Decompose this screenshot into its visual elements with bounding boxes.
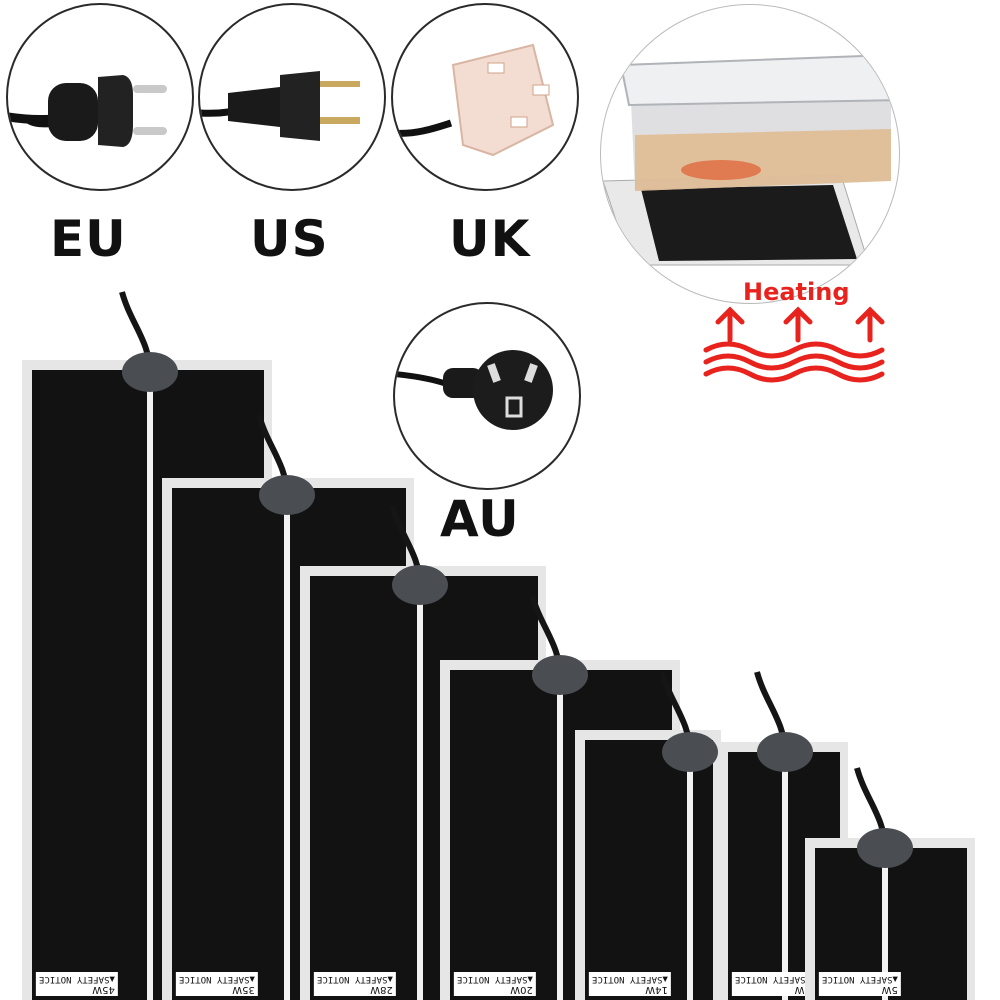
heat-pad-wire [882, 858, 888, 1000]
heat-pad-wire [147, 380, 153, 1000]
heat-pad-notice: ▲SAFETY NOTICE [317, 974, 393, 984]
heat-pad-wattage: 5W [881, 984, 898, 995]
terrarium-icon [602, 53, 899, 266]
heat-pad-wattage: 14W [645, 984, 668, 995]
terrarium-demo-photo [600, 4, 900, 304]
heat-pad-label: 28W▲SAFETY NOTICE [314, 972, 396, 996]
heat-pad-label: 7W▲SAFETY NOTICE [732, 972, 814, 996]
heat-pad-notice: ▲SAFETY NOTICE [179, 974, 255, 984]
heat-pad-notice: ▲SAFETY NOTICE [592, 974, 668, 984]
heat-pad-wire [687, 750, 693, 1000]
eu-plug-icon [8, 75, 167, 147]
heat-pad-label: 14W▲SAFETY NOTICE [589, 972, 671, 996]
uk-label: UK [449, 210, 531, 268]
heat-pad-14w: 14W▲SAFETY NOTICE [575, 730, 721, 1000]
uk-plug-icon [393, 43, 555, 157]
heat-pad-label: 35W▲SAFETY NOTICE [176, 972, 258, 996]
heat-pad-wire [782, 762, 788, 1000]
us-plug-icon [200, 71, 360, 141]
au-label: AU [440, 490, 520, 548]
heat-pad-label: 5W▲SAFETY NOTICE [819, 972, 901, 996]
au-plug-icon [395, 350, 553, 430]
uk-plug-photo [391, 3, 579, 191]
heat-pad-wire [284, 498, 290, 1000]
heat-pad-notice: ▲SAFETY NOTICE [735, 974, 811, 984]
heat-pad-label: 45W▲SAFETY NOTICE [36, 972, 118, 996]
heat-pad-wattage: 20W [510, 984, 533, 995]
heat-pad-wattage: 28W [370, 984, 393, 995]
us-plug-photo [198, 3, 386, 191]
heat-pad-wattage: 35W [232, 984, 255, 995]
eu-plug-photo [6, 3, 194, 191]
heat-pad-wire [557, 680, 563, 1000]
heat-pad-notice: ▲SAFETY NOTICE [457, 974, 533, 984]
heat-pad-notice: ▲SAFETY NOTICE [39, 974, 115, 984]
heating-label: Heating [743, 278, 850, 306]
heat-pad-5w: 5W▲SAFETY NOTICE [805, 838, 975, 1000]
heat-pad-label: 20W▲SAFETY NOTICE [454, 972, 536, 996]
au-plug-photo [393, 302, 581, 490]
heat-pad-notice: ▲SAFETY NOTICE [822, 974, 898, 984]
heat-pad-wattage: 7W [794, 984, 811, 995]
heat-pad-wattage: 45W [92, 984, 115, 995]
heat-pad-surface [585, 740, 713, 1000]
heat-pad-wire [417, 586, 423, 1000]
eu-label: EU [50, 210, 127, 268]
us-label: US [250, 210, 329, 268]
